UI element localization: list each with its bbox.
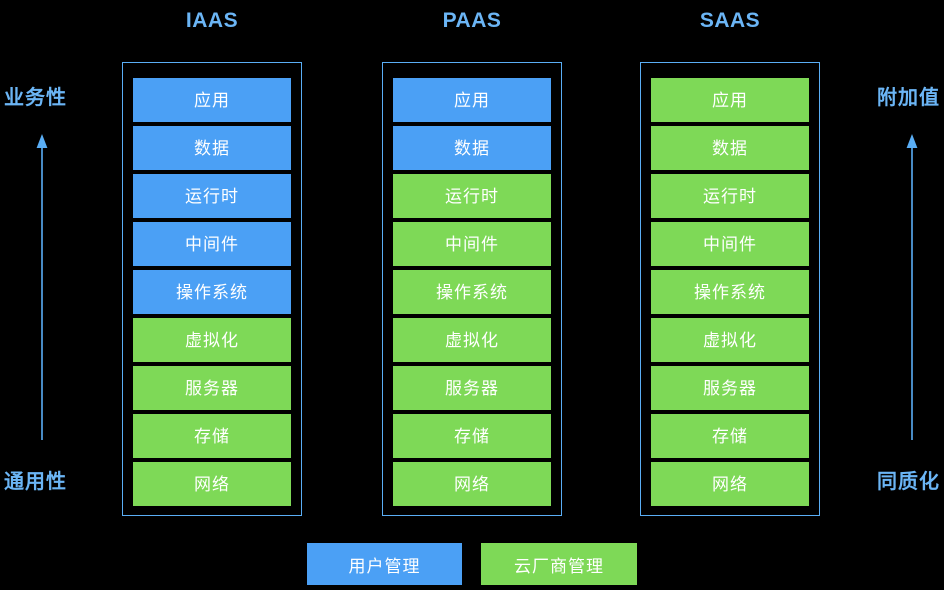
layer-iaas-virtualization: 虚拟化 (133, 318, 291, 362)
layer-saas-application: 应用 (651, 78, 809, 122)
column-header-paas: PAAS (442, 9, 502, 32)
layer-paas-servers: 服务器 (393, 366, 551, 410)
layer-paas-runtime: 运行时 (393, 174, 551, 218)
layer-iaas-middleware: 中间件 (133, 222, 291, 266)
column-header-iaas: IAAS (185, 9, 239, 32)
axis-label-right-top: 附加值 (877, 87, 940, 109)
layer-saas-os: 操作系统 (651, 270, 809, 314)
legend-item-user-managed: 用户管理 (307, 543, 462, 585)
stack-iaas: 应用 数据 运行时 中间件 操作系统 虚拟化 服务器 存储 网络 (122, 62, 302, 516)
layer-iaas-storage: 存储 (133, 414, 291, 458)
axis-label-left-bottom: 通用性 (4, 471, 67, 493)
legend-item-vendor-managed: 云厂商管理 (481, 543, 637, 585)
legend: 用户管理 云厂商管理 (307, 543, 637, 585)
column-header-saas: SAAS (699, 9, 761, 32)
up-arrow-icon (32, 132, 52, 447)
layer-iaas-runtime: 运行时 (133, 174, 291, 218)
layer-saas-data: 数据 (651, 126, 809, 170)
layer-saas-servers: 服务器 (651, 366, 809, 410)
layer-paas-data: 数据 (393, 126, 551, 170)
layer-iaas-data: 数据 (133, 126, 291, 170)
layer-iaas-os: 操作系统 (133, 270, 291, 314)
layer-saas-virtualization: 虚拟化 (651, 318, 809, 362)
stack-saas: 应用 数据 运行时 中间件 操作系统 虚拟化 服务器 存储 网络 (640, 62, 820, 516)
layer-paas-application: 应用 (393, 78, 551, 122)
axis-label-right-bottom: 同质化 (877, 471, 940, 493)
layer-saas-storage: 存储 (651, 414, 809, 458)
layer-paas-virtualization: 虚拟化 (393, 318, 551, 362)
layer-iaas-servers: 服务器 (133, 366, 291, 410)
layer-paas-middleware: 中间件 (393, 222, 551, 266)
layer-paas-storage: 存储 (393, 414, 551, 458)
layer-saas-middleware: 中间件 (651, 222, 809, 266)
layer-paas-networking: 网络 (393, 462, 551, 506)
layer-saas-networking: 网络 (651, 462, 809, 506)
up-arrow-icon (902, 132, 922, 447)
layer-iaas-application: 应用 (133, 78, 291, 122)
layer-saas-runtime: 运行时 (651, 174, 809, 218)
stack-paas: 应用 数据 运行时 中间件 操作系统 虚拟化 服务器 存储 网络 (382, 62, 562, 516)
layer-paas-os: 操作系统 (393, 270, 551, 314)
axis-label-left-top: 业务性 (4, 87, 67, 109)
layer-iaas-networking: 网络 (133, 462, 291, 506)
